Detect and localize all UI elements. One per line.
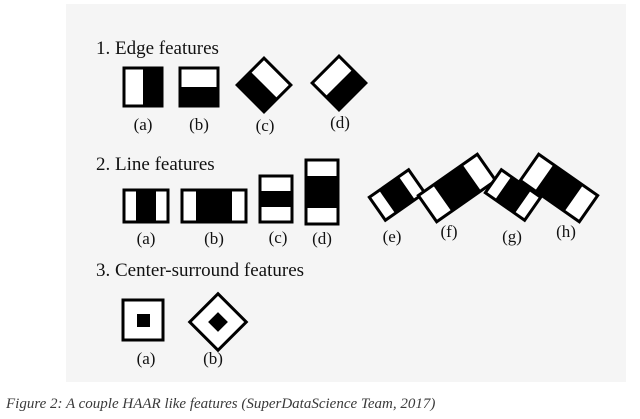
edge-feature-b [178, 66, 220, 108]
section-title-line: 2. Line features [96, 154, 215, 175]
edge-label-c: (c) [256, 116, 275, 135]
line-feature-c [258, 174, 294, 224]
section-title-edge: 1. Edge features [96, 38, 219, 59]
edge-feature-d [310, 54, 368, 112]
edge-features-section: 1. Edge features (a) (b) (c) (d) [96, 38, 368, 135]
line-feature-a [122, 188, 170, 224]
line-label-g: (g) [502, 227, 522, 246]
edge-feature-c [235, 56, 293, 114]
center-surround-feature-b [187, 291, 249, 353]
section-title-center-surround: 3. Center-surround features [96, 260, 304, 281]
line-feature-g [483, 167, 543, 223]
line-feature-d [304, 158, 340, 226]
center-surround-label-b: (b) [203, 349, 223, 368]
center-surround-section: 3. Center-surround features (a) (b) [96, 260, 304, 368]
line-label-a: (a) [137, 229, 156, 248]
center-surround-feature-a [121, 298, 165, 342]
edge-label-d: (d) [330, 113, 350, 132]
line-label-b: (b) [204, 229, 224, 248]
edge-feature-a [122, 66, 164, 108]
line-feature-h [518, 152, 600, 224]
line-label-h: (h) [556, 222, 576, 241]
edge-label-b: (b) [189, 115, 209, 134]
line-label-c: (c) [269, 228, 288, 247]
line-label-f: (f) [441, 222, 458, 241]
line-feature-f [416, 152, 498, 224]
line-feature-e [367, 167, 427, 223]
line-label-d: (d) [312, 229, 332, 248]
line-feature-b [180, 188, 248, 224]
edge-label-a: (a) [134, 115, 153, 134]
line-features-section: 2. Line features (a) (b) (c) (d) [96, 152, 600, 248]
line-label-e: (e) [383, 227, 402, 246]
figure-caption: Figure 2: A couple HAAR like features (S… [6, 396, 436, 412]
center-surround-label-a: (a) [137, 349, 156, 368]
